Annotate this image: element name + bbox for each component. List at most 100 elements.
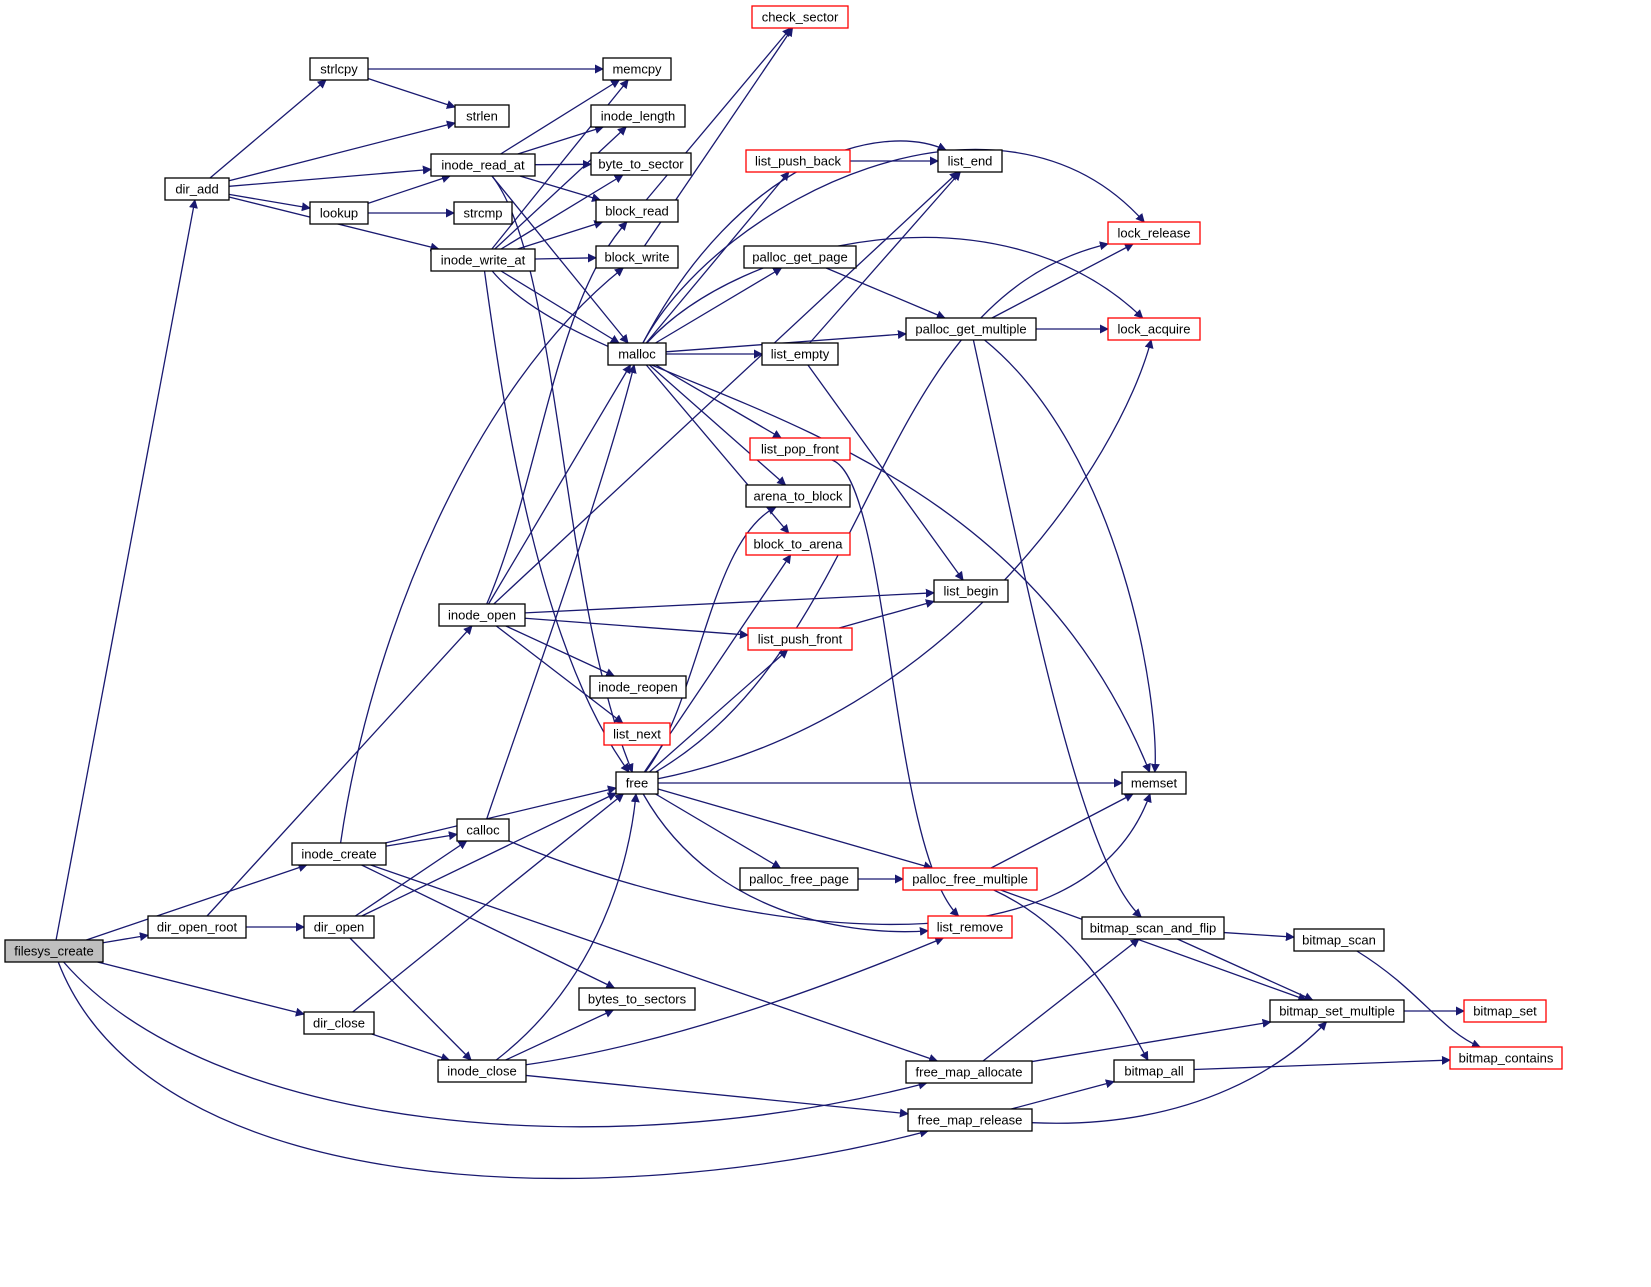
node-list_end[interactable]: list_end (937, 149, 1003, 173)
node-label: list_empty (771, 347, 830, 362)
node-lookup[interactable]: lookup (309, 201, 369, 225)
node-check_sector[interactable]: check_sector (751, 5, 849, 29)
node-label: list_pop_front (761, 442, 839, 457)
edge-free_map_release-to-bitmap_all (1011, 1079, 1115, 1110)
node-box (927, 915, 1013, 939)
node-box (1121, 771, 1187, 795)
node-block_to_arena[interactable]: block_to_arena (745, 532, 851, 556)
node-free_map_allocate[interactable]: free_map_allocate (905, 1060, 1033, 1084)
node-bitmap_set_multiple[interactable]: bitmap_set_multiple (1269, 999, 1405, 1023)
node-label: memset (1131, 776, 1178, 791)
edge-layer (55, 27, 1481, 1179)
node-bitmap_scan_and_flip[interactable]: bitmap_scan_and_flip (1081, 916, 1225, 940)
node-inode_close[interactable]: inode_close (437, 1059, 527, 1083)
node-bitmap_contains[interactable]: bitmap_contains (1449, 1046, 1563, 1070)
node-box (1081, 916, 1225, 940)
edge-free-to-lock_release (655, 241, 1109, 773)
node-box (453, 201, 513, 225)
node-box (745, 484, 851, 508)
node-strlcpy[interactable]: strlcpy (309, 57, 369, 81)
node-strcmp[interactable]: strcmp (453, 201, 513, 225)
edge-inode_open-to-list_end (493, 171, 959, 605)
edge-filesys_create-to-inode_create (86, 863, 308, 941)
edge-inode_write_at-to-byte_to_sector (500, 174, 624, 250)
node-box (933, 579, 1009, 603)
node-label: bitmap_set (1473, 1004, 1537, 1019)
node-malloc[interactable]: malloc (607, 342, 667, 366)
node-list_begin[interactable]: list_begin (933, 579, 1009, 603)
edge-malloc-to-arena_to_block (649, 364, 787, 486)
node-inode_open[interactable]: inode_open (438, 603, 526, 627)
node-label: block_read (605, 204, 669, 219)
edge-inode_read_at-to-memcpy (500, 79, 621, 155)
node-palloc_get_multiple[interactable]: palloc_get_multiple (905, 317, 1037, 341)
node-strlen[interactable]: strlen (454, 104, 510, 128)
node-box (578, 987, 696, 1011)
node-dir_close[interactable]: dir_close (303, 1011, 375, 1035)
node-bitmap_set[interactable]: bitmap_set (1463, 999, 1547, 1023)
node-free[interactable]: free (615, 771, 659, 795)
node-label: free (626, 776, 648, 791)
node-label: list_remove (937, 920, 1003, 935)
node-label: filesys_create (14, 944, 93, 959)
node-lock_release[interactable]: lock_release (1107, 221, 1201, 245)
node-list_empty[interactable]: list_empty (761, 342, 839, 366)
node-calloc[interactable]: calloc (456, 818, 510, 842)
node-dir_add[interactable]: dir_add (164, 177, 230, 201)
node-filesys_create[interactable]: filesys_create (4, 939, 104, 963)
node-box (745, 532, 851, 556)
node-list_next[interactable]: list_next (603, 722, 671, 746)
node-dir_open[interactable]: dir_open (303, 915, 375, 939)
edge-dir_open-to-inode_close (349, 937, 472, 1061)
node-box (430, 248, 536, 272)
node-box (743, 245, 857, 269)
node-box (761, 342, 839, 366)
node-bytes_to_sectors[interactable]: bytes_to_sectors (578, 987, 696, 1011)
node-block_write[interactable]: block_write (595, 245, 679, 269)
node-inode_read_at[interactable]: inode_read_at (430, 153, 536, 177)
edge-free-to-palloc_free_multiple (657, 788, 933, 871)
node-label: strlcpy (320, 62, 358, 77)
node-inode_reopen[interactable]: inode_reopen (589, 675, 687, 699)
node-list_push_front[interactable]: list_push_front (747, 627, 853, 651)
node-box (615, 771, 659, 795)
node-box (739, 867, 859, 891)
node-block_read[interactable]: block_read (595, 199, 679, 223)
node-bitmap_all[interactable]: bitmap_all (1113, 1059, 1195, 1083)
node-memcpy[interactable]: memcpy (602, 57, 672, 81)
node-inode_write_at[interactable]: inode_write_at (430, 248, 536, 272)
edge-inode_write_at-to-inode_length (494, 126, 627, 250)
node-bitmap_scan[interactable]: bitmap_scan (1293, 928, 1385, 952)
node-list_pop_front[interactable]: list_pop_front (749, 437, 851, 461)
node-list_push_back[interactable]: list_push_back (745, 149, 851, 173)
node-palloc_free_multiple[interactable]: palloc_free_multiple (902, 867, 1038, 891)
node-palloc_free_page[interactable]: palloc_free_page (739, 867, 859, 891)
edge-free_map_allocate-to-bitmap_scan_and_flip (982, 938, 1140, 1062)
node-byte_to_sector[interactable]: byte_to_sector (590, 152, 692, 176)
edge-inode_write_at-to-block_write (534, 253, 597, 263)
edge-inode_open-to-malloc (487, 364, 632, 605)
node-label: bitmap_all (1124, 1064, 1183, 1079)
node-free_map_release[interactable]: free_map_release (907, 1108, 1033, 1132)
node-list_remove[interactable]: list_remove (927, 915, 1013, 939)
node-dir_open_root[interactable]: dir_open_root (147, 915, 247, 939)
node-palloc_get_page[interactable]: palloc_get_page (743, 245, 857, 269)
edge-bitmap_scan-to-bitmap_contains (1356, 950, 1481, 1048)
edge-palloc_free_multiple-to-memset (990, 793, 1134, 869)
node-inode_create[interactable]: inode_create (291, 842, 387, 866)
node-arena_to_block[interactable]: arena_to_block (745, 484, 851, 508)
node-inode_length[interactable]: inode_length (590, 104, 686, 128)
node-label: list_push_back (755, 154, 841, 169)
edge-filesys_create-to-dir_close (97, 961, 305, 1017)
node-lock_acquire[interactable]: lock_acquire (1107, 317, 1201, 341)
node-label: lock_release (1118, 226, 1191, 241)
node-box (595, 245, 679, 269)
edge-bitmap_scan_and_flip-to-bitmap_set_multiple (1177, 938, 1314, 1001)
node-box (590, 152, 692, 176)
edge-calloc-to-memset (508, 793, 1152, 926)
node-label: block_to_arena (754, 537, 844, 552)
edge-inode_close-to-free_map_release (525, 1074, 909, 1118)
edge-malloc-to-lock_release (642, 148, 1145, 344)
node-memset[interactable]: memset (1121, 771, 1187, 795)
node-layer: filesys_create dir_add strlcpy memcpy strlen… (4, 5, 1563, 1132)
